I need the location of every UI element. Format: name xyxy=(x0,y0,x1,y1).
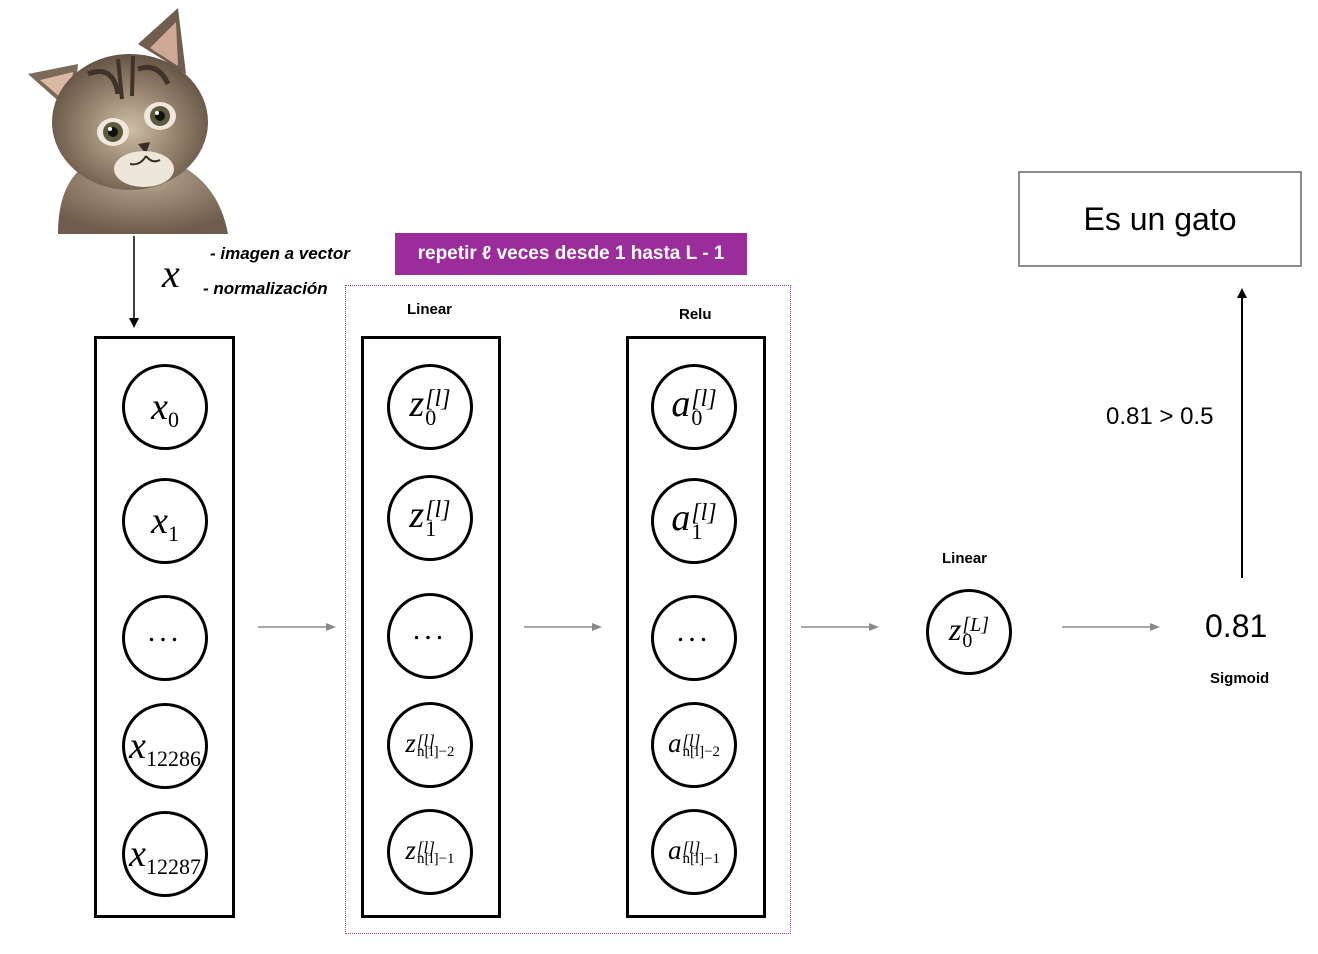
node-sup: [l] xyxy=(682,837,701,857)
linear-layer-label: Linear xyxy=(407,301,453,318)
sigmoid-value: 0.81 xyxy=(1205,608,1268,644)
relu-node-ellipsis: ... xyxy=(651,595,737,681)
linear-node: z[l]n[l]−2 xyxy=(387,702,473,788)
sigmoid-label: Sigmoid xyxy=(1210,670,1270,687)
node-base: x xyxy=(151,386,168,428)
ellipsis: ... xyxy=(147,615,183,648)
node-sub: 12286 xyxy=(145,746,201,771)
input-node: x12286 xyxy=(122,703,208,789)
node-sub: 1 xyxy=(167,521,179,546)
node-sub: 0 xyxy=(962,629,973,652)
arrow-linear-to-relu xyxy=(524,623,602,631)
node-base: z xyxy=(409,383,425,426)
input-arrow xyxy=(129,236,139,328)
relu-node: a[l]0 xyxy=(651,364,737,450)
node-sup: [L] xyxy=(962,613,990,636)
ellipsis: ... xyxy=(676,615,712,648)
linear-node: z[l]n[l]−1 xyxy=(387,809,473,895)
node-base: x xyxy=(129,833,146,875)
node-base: a xyxy=(667,835,682,866)
linear-node: z[l]1 xyxy=(387,475,473,561)
node-base: x xyxy=(129,725,146,767)
node-sup: [l] xyxy=(425,496,451,523)
node-base: a xyxy=(667,728,682,759)
node-sup: [l] xyxy=(691,499,717,526)
node-base: z xyxy=(409,494,425,537)
arrow-input-to-linear xyxy=(258,623,336,631)
output-linear-label: Linear xyxy=(942,550,988,567)
linear-node: z[l]0 xyxy=(387,364,473,450)
linear-layer-column: z[l]0 z[l]1 ... z[l]n[l]−2 z[l]n[l]−1 xyxy=(361,336,501,918)
node-base: z xyxy=(405,835,416,866)
node-sub: 0 xyxy=(425,404,437,430)
relu-layer-column: a[l]0 a[l]1 ... a[l]n[l]−2 a[l]n[l]−1 xyxy=(626,336,766,918)
input-symbol: x xyxy=(162,251,180,296)
arrow-sigmoid-to-result xyxy=(1237,288,1247,578)
result-box: Es un gato xyxy=(1018,171,1302,267)
output-node: z[L]0 xyxy=(926,589,1012,675)
node-sub: 1 xyxy=(691,518,703,544)
input-layer-column: x0 x1 ... x12286 x12287 xyxy=(94,336,235,918)
node-base: z xyxy=(948,611,962,648)
input-node: x0 xyxy=(122,364,208,450)
node-base: x xyxy=(151,500,168,542)
input-node: x1 xyxy=(122,478,208,564)
input-node: x12287 xyxy=(122,811,208,897)
node-sub: 0 xyxy=(691,404,703,430)
node-sup: [l] xyxy=(691,385,717,412)
relu-layer-label: Relu xyxy=(679,306,712,323)
node-sup: [l] xyxy=(425,385,451,412)
kitten-image xyxy=(28,8,228,234)
node-base: a xyxy=(671,497,691,540)
arrow-relu-to-output xyxy=(801,623,879,631)
note-image-to-vector: - imagen a vector xyxy=(210,244,350,263)
relu-node: a[l]1 xyxy=(651,478,737,564)
node-sub: n[l]−1 xyxy=(682,850,721,867)
relu-node: a[l]n[l]−1 xyxy=(651,809,737,895)
node-base: z xyxy=(405,728,416,759)
linear-node-ellipsis: ... xyxy=(387,593,473,679)
relu-node: a[l]n[l]−2 xyxy=(651,702,737,788)
arrow-output-to-sigmoid xyxy=(1062,623,1160,631)
node-sub: 1 xyxy=(425,515,437,541)
node-sup: [l] xyxy=(416,837,435,857)
node-base: a xyxy=(671,383,691,426)
result-text: Es un gato xyxy=(1083,200,1237,237)
input-node-ellipsis: ... xyxy=(122,595,208,681)
node-sub: 0 xyxy=(167,407,179,432)
note-normalization: - normalización xyxy=(203,279,328,298)
node-sup: [l] xyxy=(416,730,435,750)
loop-frame xyxy=(345,285,791,934)
node-sub: 12287 xyxy=(145,854,201,879)
ellipsis: ... xyxy=(412,613,448,646)
node-sub: n[l]−2 xyxy=(416,743,455,760)
node-sup: [l] xyxy=(682,730,701,750)
loop-banner: repetir ℓ veces desde 1 hasta L - 1 xyxy=(395,233,747,275)
node-sub: n[l]−1 xyxy=(416,850,455,867)
threshold-comparison: 0.81 > 0.5 xyxy=(1106,403,1214,430)
node-sub: n[l]−2 xyxy=(682,743,721,760)
